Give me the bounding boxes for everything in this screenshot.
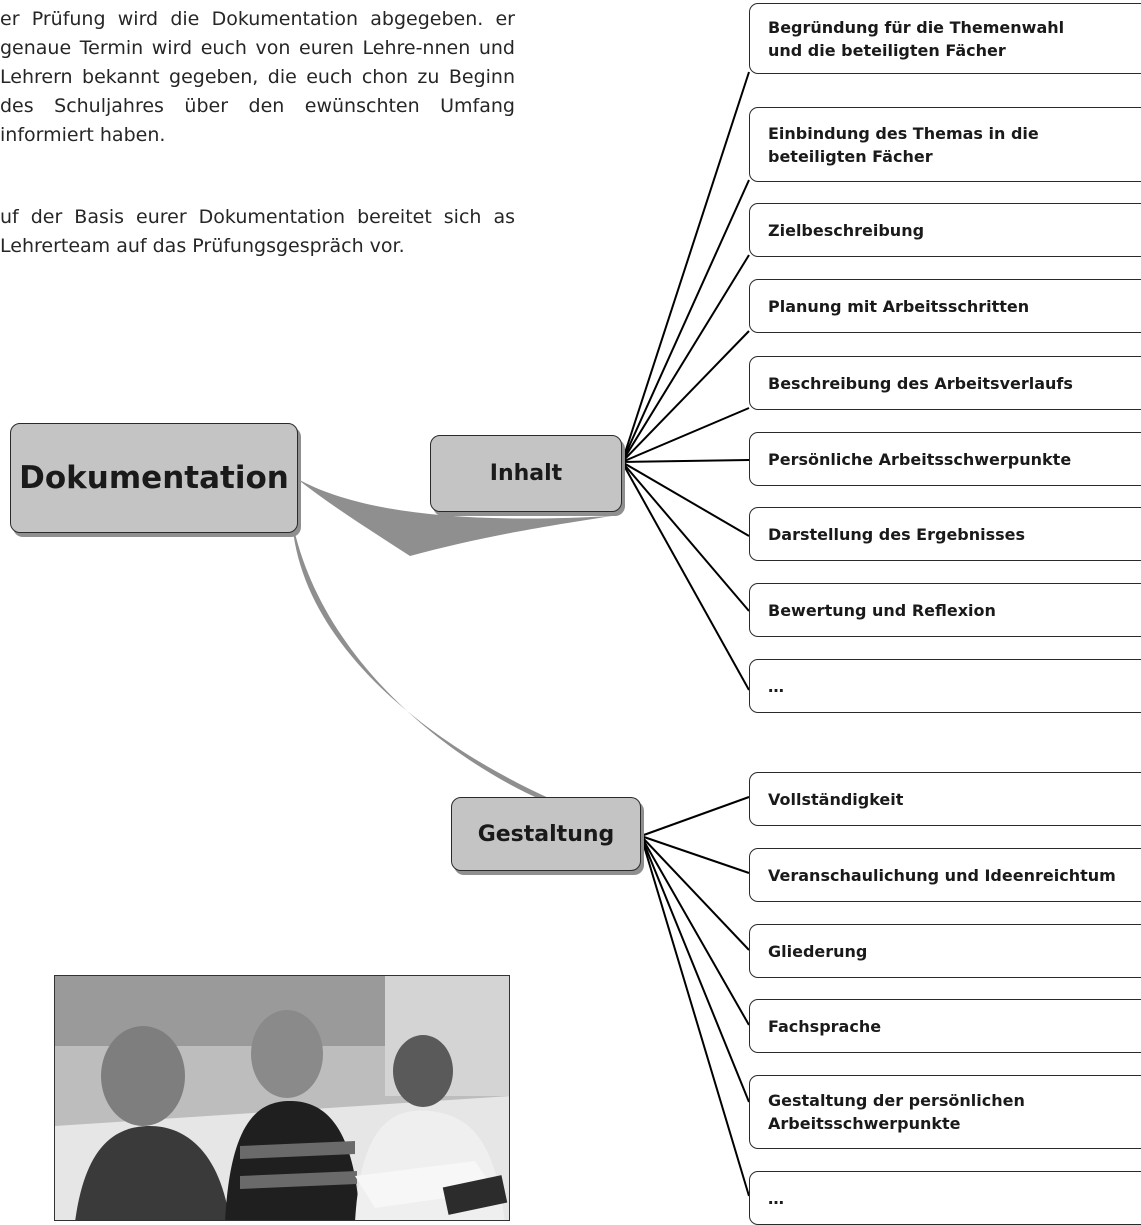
connector-inhalt-6 [621,459,750,463]
leaf-gestaltung-1: Vollständigkeit [749,772,1141,826]
leaf-inhalt-1: Begründung für die Themenwahl und die be… [749,3,1141,74]
connector-gestaltung-6 [640,835,750,1197]
leaf-inhalt-2: Einbindung des Themas in die beteiligten… [749,107,1141,182]
leaf-gestaltung-3: Gliederung [749,924,1141,978]
connector-inhalt-8 [621,461,750,612]
leaf-inhalt-5: Beschreibung des Arbeitsverlaufs [749,356,1141,410]
leaf-inhalt-4: Planung mit Arbeitsschritten [749,279,1141,333]
leaf-gestaltung-6: … [749,1171,1141,1225]
leaf-inhalt-9: … [749,659,1141,713]
connector-gestaltung-3 [640,835,750,951]
leaf-gestaltung-4: Fachsprache [749,999,1141,1053]
connector-inhalt-9 [621,461,750,691]
connector-inhalt-5 [621,407,750,463]
connector-inhalt-3 [621,254,750,463]
leaf-inhalt-7: Darstellung des Ergebnisses [749,507,1141,561]
branch-node-inhalt: Inhalt [430,435,622,512]
connector-inhalt-4 [621,330,750,463]
connector-inhalt-1 [621,71,750,463]
connector-inhalt-7 [621,461,750,537]
leaf-gestaltung-5: Gestaltung der persönlichen Arbeitsschwe… [749,1075,1141,1149]
ribbon-root-to-gestaltung [292,520,553,800]
ribbon-root-to-inhalt [296,478,612,556]
branch-node-gestaltung: Gestaltung [451,797,641,871]
connector-inhalt-2 [621,179,750,463]
connector-gestaltung-4 [640,835,750,1026]
connector-gestaltung-2 [640,835,750,874]
connector-gestaltung-5 [640,835,750,1103]
leaf-gestaltung-2: Veranschaulichung und Ideenreichtum [749,848,1141,902]
students-photo [54,975,510,1221]
leaf-inhalt-8: Bewertung und Reflexion [749,583,1141,637]
root-node-dokumentation: Dokumentation [10,423,298,533]
preparation-paragraph: uf der Basis eurer Dokumentation bereite… [0,206,515,257]
connector-gestaltung-1 [640,796,750,837]
intro-paragraph: er Prüfung wird die Dokumentation abgege… [0,8,515,146]
leaf-inhalt-3: Zielbeschreibung [749,203,1141,257]
leaf-inhalt-6: Persönliche Arbeitsschwerpunkte [749,432,1141,486]
